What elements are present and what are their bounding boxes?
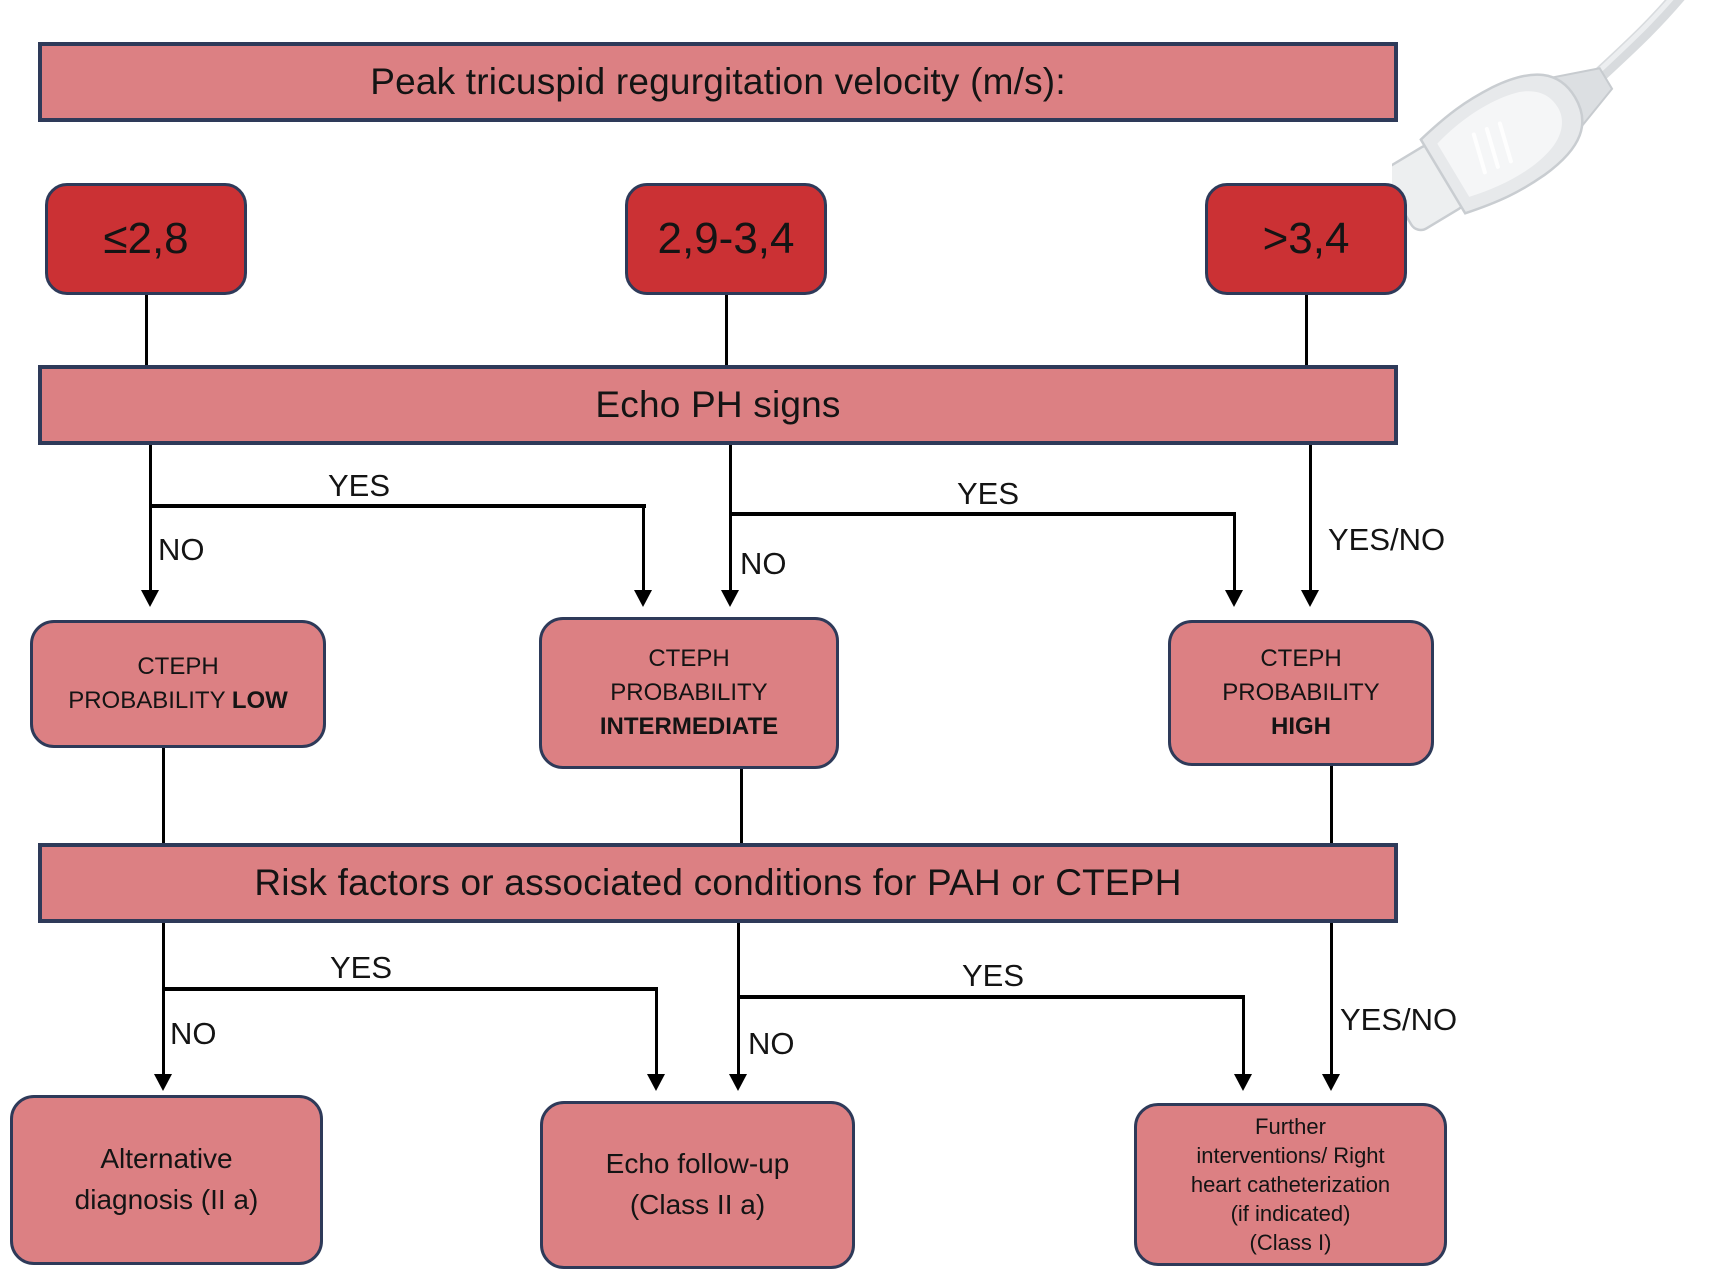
connector-line bbox=[642, 504, 645, 590]
velocity-value: 2,9-3,4 bbox=[657, 214, 795, 263]
connector-line bbox=[162, 987, 658, 991]
connector-line bbox=[655, 987, 658, 1074]
connector-line bbox=[1233, 512, 1236, 590]
connector-line bbox=[145, 295, 148, 365]
prob-box-emphasis: INTERMEDIATE bbox=[599, 713, 779, 741]
cteph-probability-high-box: CTEPH PROBABILITY HIGH bbox=[1168, 620, 1434, 766]
branch-label-no: NO bbox=[170, 1016, 217, 1051]
outcome-line: interventions/ Right bbox=[1196, 1142, 1385, 1168]
prob-box-line: PROBABILITY LOW bbox=[68, 687, 288, 714]
connector-line bbox=[162, 748, 165, 843]
connector-line bbox=[162, 923, 165, 1074]
velocity-value: >3,4 bbox=[1262, 214, 1350, 263]
velocity-value: ≤2,8 bbox=[103, 214, 189, 263]
connector-line bbox=[729, 512, 1236, 516]
prob-box-line: CTEPH bbox=[648, 644, 730, 672]
prob-box-line: CTEPH bbox=[1260, 644, 1342, 672]
arrow-down-icon bbox=[1322, 1074, 1340, 1091]
connector-line bbox=[1242, 995, 1245, 1074]
branch-label-yes: YES bbox=[962, 958, 1025, 993]
arrow-down-icon bbox=[141, 590, 159, 607]
connector-line bbox=[737, 995, 1245, 999]
connector-line bbox=[149, 504, 646, 508]
branch-label-yes-no: YES/NO bbox=[1328, 522, 1446, 557]
branch-label-no: NO bbox=[158, 532, 205, 567]
branch-label-yes: YES bbox=[328, 468, 391, 503]
velocity-box-low: ≤2,8 bbox=[45, 183, 247, 295]
header-bar: Peak tricuspid regurgitation velocity (m… bbox=[38, 42, 1398, 122]
branch-label-yes-no: YES/NO bbox=[1340, 1002, 1458, 1037]
outcome-line: (Class I) bbox=[1249, 1230, 1332, 1256]
outcome-line: Echo follow-up bbox=[605, 1148, 790, 1180]
connector-line bbox=[1309, 445, 1312, 590]
branch-label-no: NO bbox=[748, 1026, 795, 1061]
outcome-line: heart catheterization bbox=[1190, 1171, 1391, 1197]
alternative-diagnosis-box: Alternative diagnosis (II a) bbox=[10, 1095, 323, 1265]
arrow-down-icon bbox=[634, 590, 652, 607]
connector-line bbox=[729, 445, 732, 590]
header-title: Peak tricuspid regurgitation velocity (m… bbox=[370, 61, 1066, 102]
risk-bar-label: Risk factors or associated conditions fo… bbox=[254, 862, 1182, 903]
connector-line bbox=[740, 769, 743, 843]
cteph-probability-intermediate-box: CTEPH PROBABILITY INTERMEDIATE bbox=[539, 617, 839, 769]
echo-follow-up-box: Echo follow-up (Class II a) bbox=[540, 1101, 855, 1269]
prob-box-line: PROBABILITY bbox=[610, 678, 768, 706]
branch-label-no: NO bbox=[740, 546, 787, 581]
arrow-down-icon bbox=[1234, 1074, 1252, 1091]
connector-line bbox=[725, 295, 728, 365]
velocity-box-high: >3,4 bbox=[1205, 183, 1407, 295]
arrow-down-icon bbox=[647, 1074, 665, 1091]
arrow-down-icon bbox=[154, 1074, 172, 1091]
prob-box-line: CTEPH bbox=[137, 652, 219, 680]
prob-box-emphasis: HIGH bbox=[1271, 713, 1331, 741]
further-interventions-box: Further interventions/ Right heart cathe… bbox=[1134, 1103, 1447, 1266]
outcome-line: Further bbox=[1255, 1113, 1326, 1139]
echo-ph-signs-bar: Echo PH signs bbox=[38, 365, 1398, 445]
arrow-down-icon bbox=[1225, 590, 1243, 607]
prob-box-line: PROBABILITY bbox=[1222, 678, 1380, 706]
connector-line bbox=[1305, 295, 1308, 365]
connector-line bbox=[1330, 766, 1333, 843]
arrow-down-icon bbox=[721, 590, 739, 607]
branch-label-yes: YES bbox=[957, 476, 1020, 511]
cteph-probability-low-box: CTEPH PROBABILITY LOW bbox=[30, 620, 326, 748]
branch-label-yes: YES bbox=[330, 950, 393, 985]
outcome-line: (Class II a) bbox=[629, 1189, 766, 1220]
connector-line bbox=[1330, 923, 1333, 1074]
connector-line bbox=[149, 445, 152, 592]
risk-factors-bar: Risk factors or associated conditions fo… bbox=[38, 843, 1398, 923]
arrow-down-icon bbox=[729, 1074, 747, 1091]
ultrasound-probe-icon bbox=[1392, 0, 1725, 232]
arrow-down-icon bbox=[1301, 590, 1319, 607]
outcome-line: Alternative bbox=[100, 1143, 233, 1175]
outcome-line: (if indicated) bbox=[1230, 1201, 1351, 1227]
echo-bar-label: Echo PH signs bbox=[595, 384, 841, 425]
outcome-line: diagnosis (II a) bbox=[74, 1184, 259, 1215]
velocity-box-mid: 2,9-3,4 bbox=[625, 183, 827, 295]
